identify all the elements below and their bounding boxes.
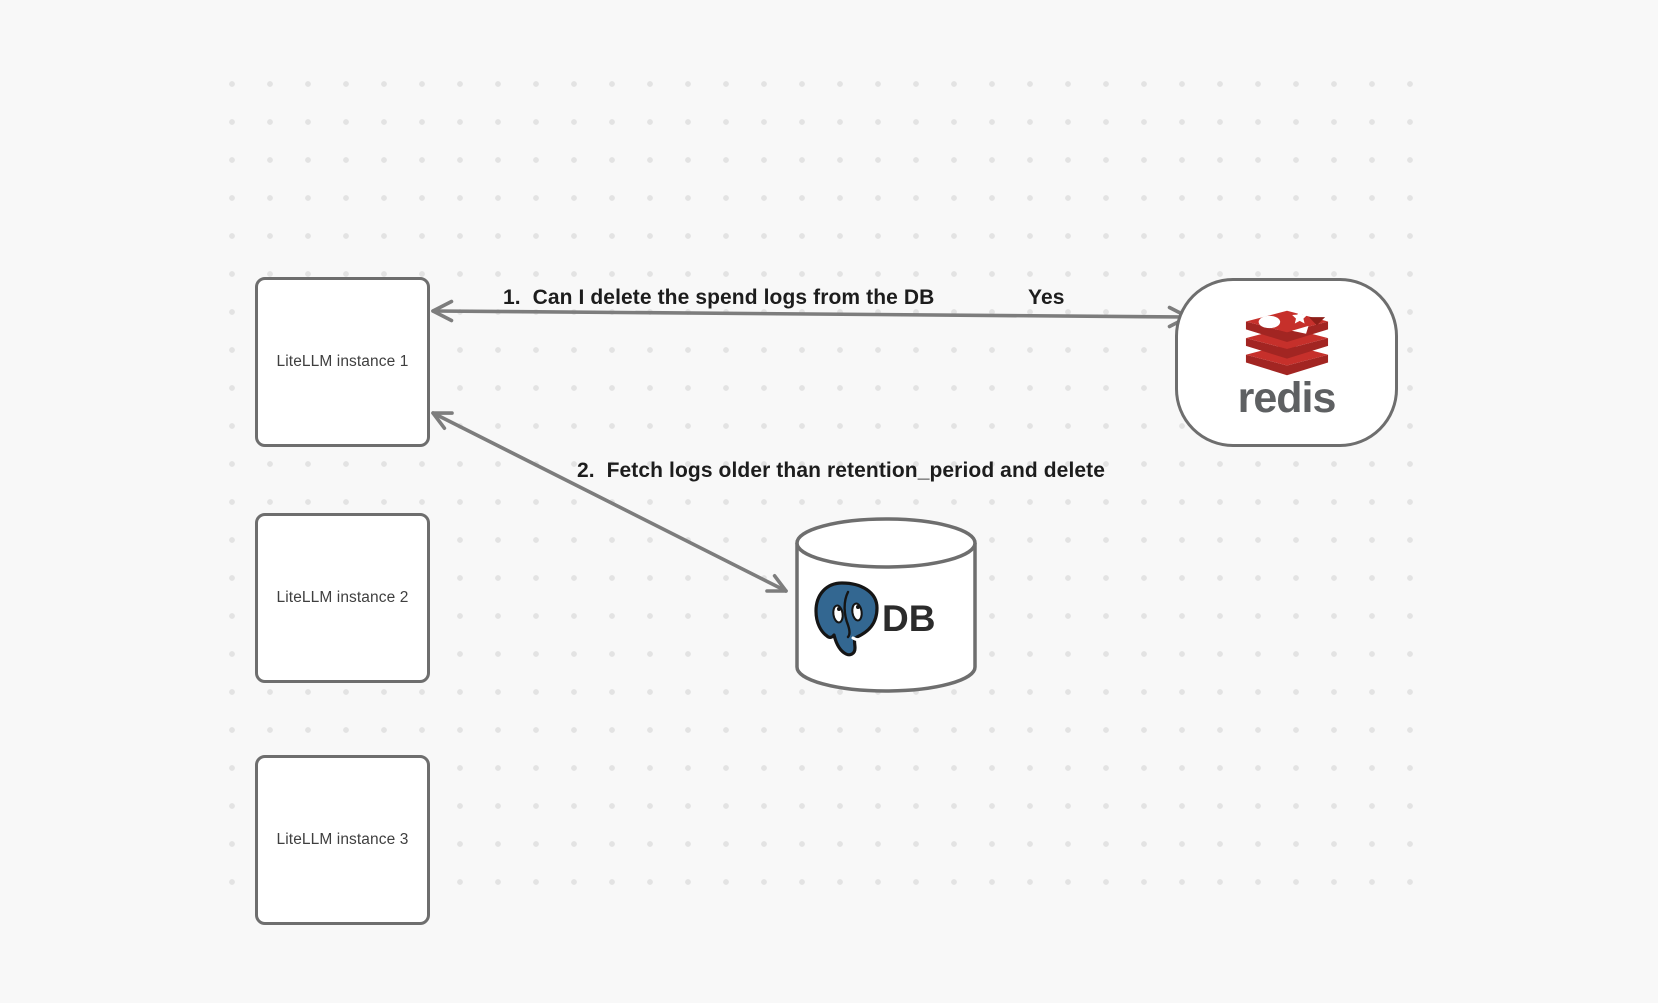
node-label: LiteLLM instance 2 — [276, 589, 409, 606]
edge2-label[interactable]: 2. Fetch logs older than retention_perio… — [577, 459, 1106, 482]
node-database[interactable]: DB — [793, 514, 983, 699]
node-litellm-instance-2[interactable]: LiteLLM instance 2 — [255, 513, 430, 683]
node-label: LiteLLM instance 3 — [276, 831, 409, 848]
node-label: LiteLLM instance 1 — [276, 353, 409, 370]
edge1-response-label[interactable]: Yes — [1028, 286, 1065, 309]
db-label: DB — [882, 598, 935, 639]
postgresql-elephant-icon — [814, 581, 879, 657]
redis-wordmark: redis — [1237, 373, 1337, 422]
node-litellm-instance-3[interactable]: LiteLLM instance 3 — [255, 755, 430, 925]
redis-stack-icon — [1245, 309, 1328, 375]
edge1-label[interactable]: 1. Can I delete the spend logs from the … — [503, 286, 935, 309]
node-redis[interactable]: redis — [1175, 278, 1398, 447]
node-litellm-instance-1[interactable]: LiteLLM instance 1 — [255, 277, 430, 447]
